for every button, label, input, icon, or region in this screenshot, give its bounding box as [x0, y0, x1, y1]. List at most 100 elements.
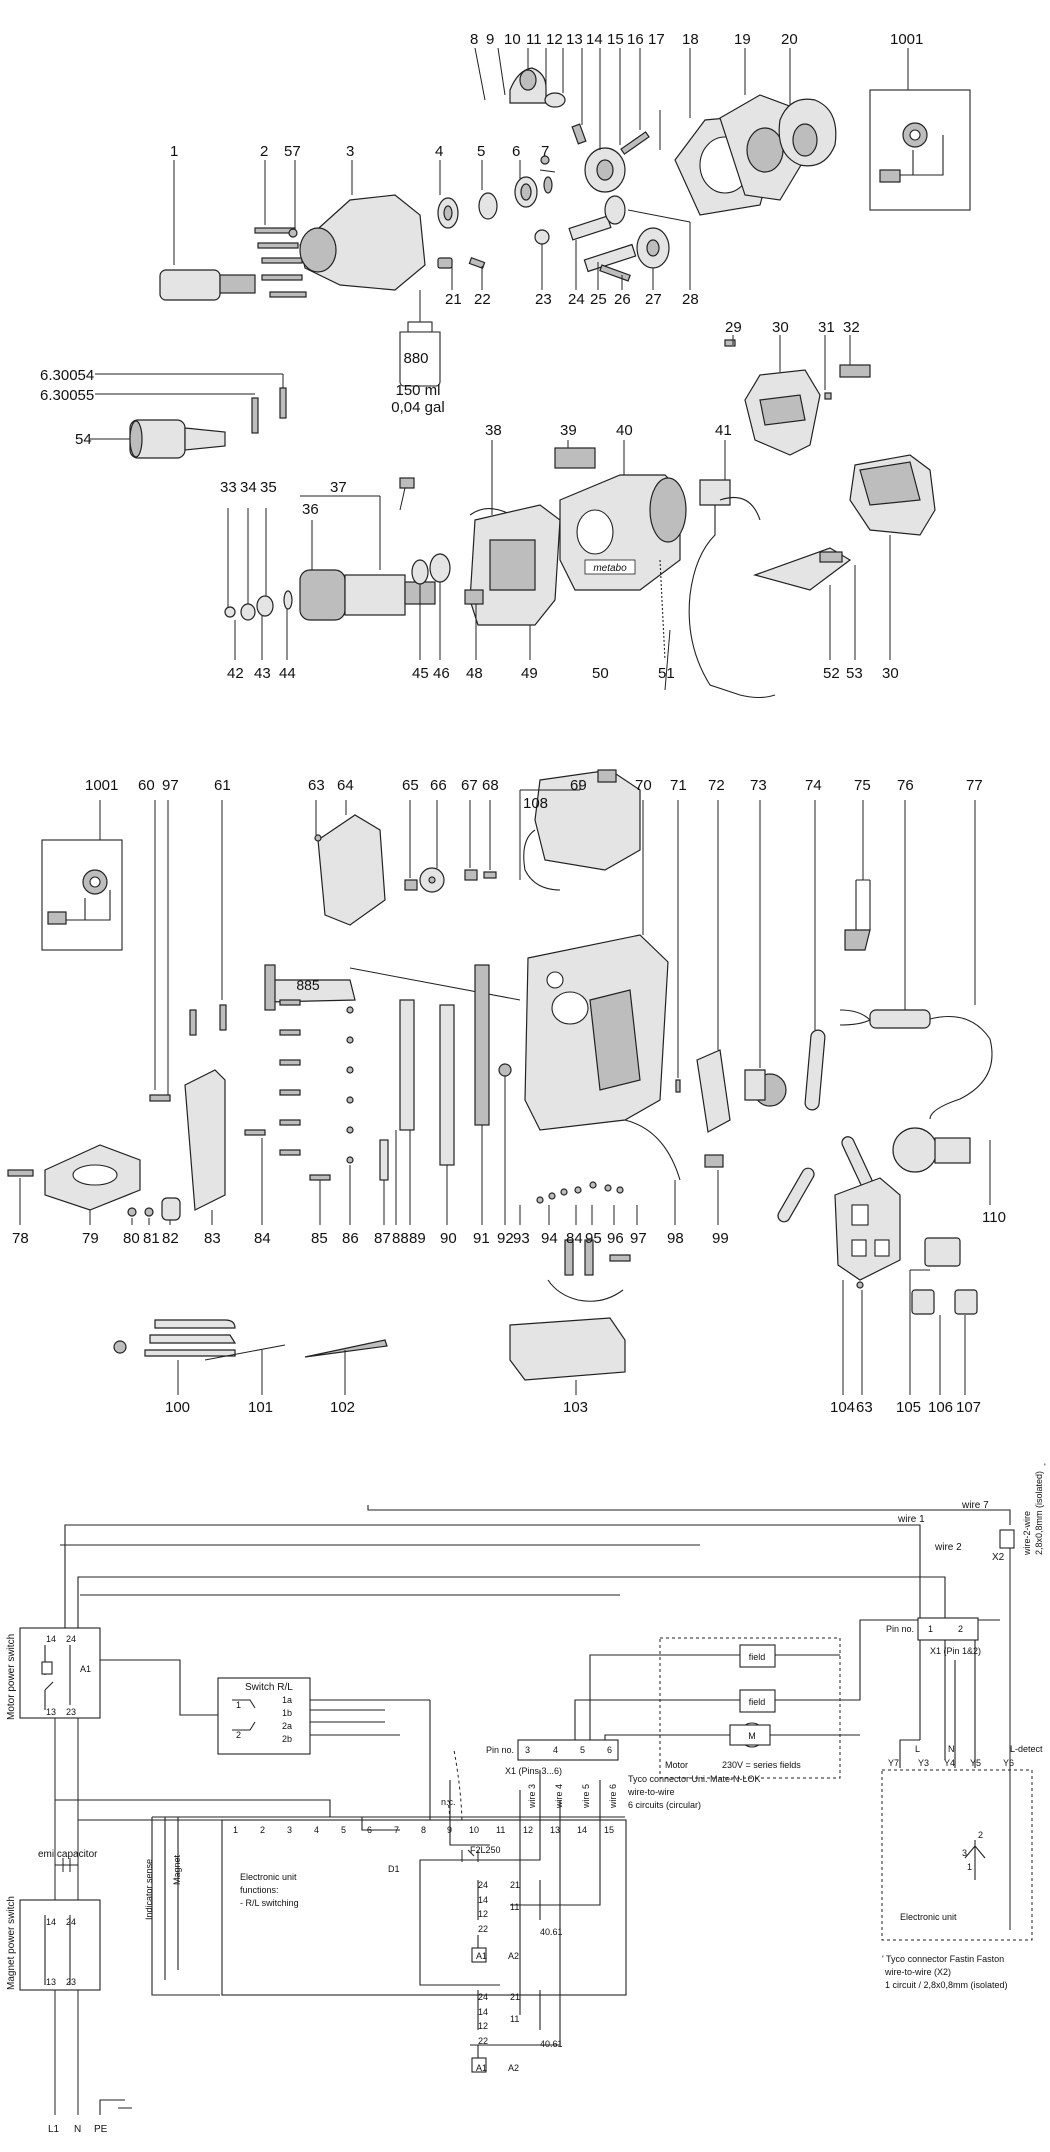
label-25: 25 [590, 291, 607, 308]
label-94: 94 [541, 1230, 558, 1247]
label-99: 99 [712, 1230, 729, 1247]
motor-switch-a1: A1 [80, 1664, 91, 1674]
housing-brand: metabo [593, 563, 627, 574]
wire2wire-spec: 2,8x0,8mm (isolated) [1034, 1471, 1044, 1555]
label-66: 66 [430, 777, 447, 794]
tyco2-line2: wire-to-wire (X2) [884, 1967, 951, 1977]
label-97-bottom: 97 [630, 1230, 647, 1247]
label-76: 76 [897, 777, 914, 794]
part-52-53-brush [753, 547, 856, 660]
terminal-12: 12 [523, 1825, 533, 1835]
part-74-handle [804, 800, 826, 1111]
magnet-label: Magnet [172, 1854, 182, 1885]
label-87: 87 [374, 1230, 391, 1247]
label-75: 75 [854, 777, 871, 794]
label-20: 20 [781, 31, 798, 48]
label-9: 9 [486, 31, 494, 48]
label-82: 82 [162, 1230, 179, 1247]
label-95: 95 [585, 1230, 602, 1247]
label-45: 45 [412, 665, 429, 682]
terminal-8: 8 [421, 1825, 426, 1835]
label-39: 39 [560, 422, 577, 439]
part-64-cover-plate [314, 800, 386, 926]
x1b-pin5: 5 [580, 1745, 585, 1755]
terminal-4: 4 [314, 1825, 319, 1835]
label-8: 8 [470, 31, 478, 48]
part-3-gear-housing [299, 160, 426, 291]
motor-field-2: field [749, 1697, 766, 1707]
part-72-switch [696, 800, 731, 1133]
relay1-21: 21 [510, 1880, 520, 1890]
label-48: 48 [466, 665, 483, 682]
part-83-bracket [184, 1069, 226, 1225]
label-33: 33 [220, 479, 237, 496]
x1b-pins36-label: X1 (Pins 3...6) [505, 1766, 562, 1776]
label-98: 98 [667, 1230, 684, 1247]
switch-rl-t2b: 2b [282, 1734, 292, 1744]
x1-pin2: 2 [958, 1624, 963, 1634]
label-74: 74 [805, 777, 822, 794]
part-1-spindle [159, 160, 256, 301]
part-97-885-tube [167, 800, 521, 1100]
wire7-label: wire 7 [961, 1500, 989, 1511]
label-102: 102 [330, 1399, 355, 1416]
label-89: 89 [409, 1230, 426, 1247]
wire2-label: wire 2 [934, 1542, 962, 1553]
label-60: 60 [138, 777, 155, 794]
relay1-22: 22 [478, 1924, 488, 1934]
wire5-label: wire 5 [581, 1784, 591, 1809]
motor-switch-c13: 13 [46, 1707, 56, 1717]
label-19: 19 [734, 31, 751, 48]
label-100: 100 [165, 1399, 190, 1416]
part-4-7-bearings [437, 160, 553, 229]
label-37: 37 [330, 479, 347, 496]
relay2-12: 12 [478, 2021, 488, 2031]
motor-field-1: field [749, 1652, 766, 1662]
relay1-a2: A2 [508, 1951, 519, 1961]
indicator-sense-label: Indicator sense [144, 1859, 154, 1920]
part-2-screws [254, 160, 307, 298]
wire6-label: wire 6 [608, 1784, 618, 1809]
part-38-49-stator [399, 440, 561, 660]
label-18: 18 [682, 31, 699, 48]
label-63-top: 63 [308, 777, 325, 794]
label-1001-top: 1001 [890, 31, 923, 48]
motor-switch-c23: 23 [66, 1707, 76, 1717]
label-73: 73 [750, 777, 767, 794]
label-46: 46 [433, 665, 450, 682]
label-40: 40 [616, 422, 633, 439]
relay2-24: 24 [478, 1992, 488, 2002]
label-67: 67 [461, 777, 478, 794]
eu-functions-2: functions: [240, 1885, 279, 1895]
part-23-28-intermediate-shaft [534, 195, 691, 290]
label-106: 106 [928, 1399, 953, 1416]
label-108: 108 [523, 795, 548, 812]
part-69-motor-cover [519, 769, 641, 891]
label-41: 41 [715, 422, 732, 439]
terminal-15: 15 [604, 1825, 614, 1835]
inset-1001-top [869, 48, 971, 211]
label-30-bottom: 30 [882, 665, 899, 682]
label-54: 54 [75, 431, 92, 448]
label-38: 38 [485, 422, 502, 439]
terminal-3: 3 [287, 1825, 292, 1835]
part-41-51-cable [659, 440, 776, 699]
part-29-32-motor-cover [724, 335, 871, 456]
grease-bottle-880 [399, 290, 441, 387]
label-63-bottom: 63 [856, 1399, 873, 1416]
part-33-37-armature [224, 495, 436, 660]
inset-1001-left [41, 800, 123, 951]
label-84: 84 [254, 1230, 271, 1247]
label-68: 68 [482, 777, 499, 794]
label-Y3: Y3 [918, 1758, 929, 1768]
label-91: 91 [473, 1230, 490, 1247]
label-79: 79 [82, 1230, 99, 1247]
relay1-11: 11 [510, 1902, 519, 1912]
grease-885-code: 885 [296, 977, 320, 993]
label-93: 93 [513, 1230, 530, 1247]
triac-2: 2 [978, 1830, 983, 1840]
label-88: 88 [392, 1230, 409, 1247]
switch-rl-t2a: 2a [282, 1721, 292, 1731]
